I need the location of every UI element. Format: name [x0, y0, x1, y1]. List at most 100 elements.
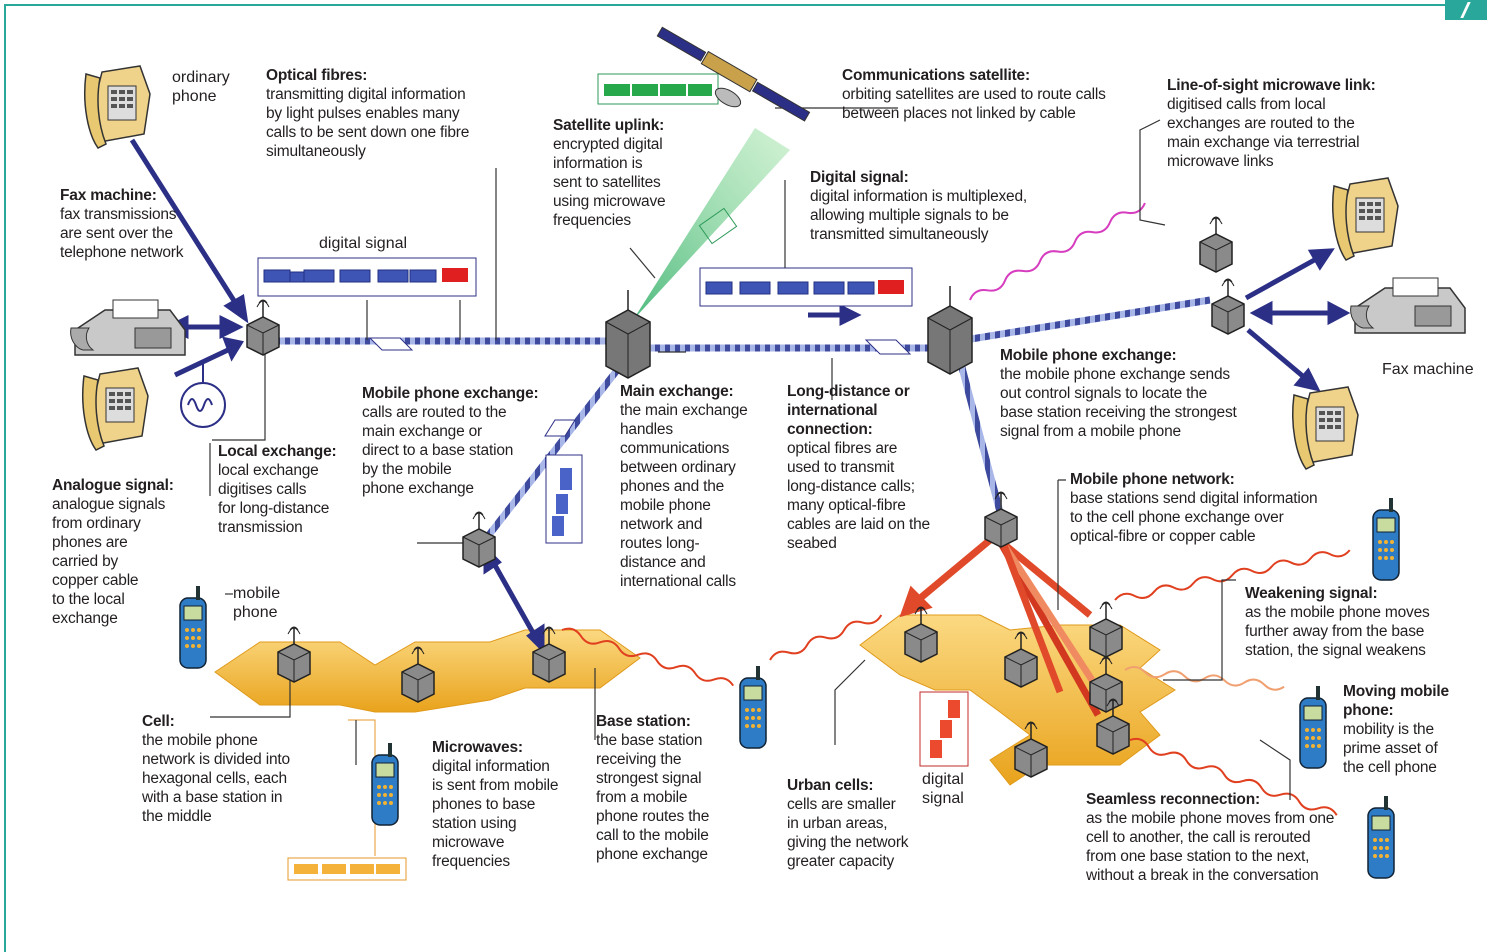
microwave-tower-icon: [1199, 216, 1233, 273]
main-exchange-icon: [605, 289, 651, 379]
annotation-title: Weakening signal:: [1245, 585, 1378, 602]
annotation-line: many optical-fibre: [787, 497, 906, 514]
annotation-line: handles: [620, 421, 673, 438]
digital-signal-caption: digital signal: [319, 235, 408, 252]
annotation-line: phone exchange: [362, 480, 474, 497]
digital-signal-red: [919, 691, 969, 767]
digital-signal-center: [699, 267, 913, 307]
label-line: mobile phone: [233, 585, 281, 621]
annotation-line: as the mobile phone moves: [1245, 604, 1430, 621]
annotation-line: base stations send digital information: [1070, 490, 1318, 507]
annotation-title: Local exchange:: [218, 443, 337, 460]
annotation-line: used to transmit: [787, 459, 895, 476]
digital-signal-left: [257, 257, 477, 297]
label-line: digital signal: [922, 771, 964, 807]
weakening-signal-annotation: Weakening signal: as the mobile phone mo…: [1245, 584, 1430, 660]
annotation-line: local exchange: [218, 462, 319, 479]
optical-fibres-annotation: Optical fibres: transmitting digital inf…: [266, 66, 469, 161]
annotation-line: main exchange via terrestrial: [1167, 134, 1360, 151]
annotation-line: out control signals to locate the: [1000, 385, 1208, 402]
annotation-line: from one base station to the next,: [1086, 848, 1310, 865]
annotation-title: Mobile phone exchange:: [1000, 347, 1177, 364]
annotation-line: without a break in the conversation: [1086, 867, 1319, 884]
long-distance-annotation: Long-distance or international connectio…: [787, 382, 937, 553]
annotation-line: frequencies: [553, 212, 631, 229]
annotation-line: between places not linked by cable: [842, 105, 1076, 122]
communications-satellite-annotation: Communications satellite: orbiting satel…: [842, 66, 1106, 123]
annotation-title: Seamless reconnection:: [1086, 791, 1260, 808]
annotation-line: from ordinary: [52, 515, 141, 532]
annotation-line: exchange: [52, 610, 118, 627]
annotation-line: from a mobile: [596, 789, 688, 806]
annotation-line: by the mobile: [362, 461, 452, 478]
microwaves-annotation: Microwaves: digital information is sent …: [432, 738, 558, 871]
annotation-line: digital information: [432, 758, 550, 775]
analogue-signal-icon: [180, 360, 226, 428]
annotation-title: Mobile phone network:: [1070, 471, 1235, 488]
cell-annotation: Cell: the mobile phone network is divide…: [142, 712, 290, 826]
annotation-line: as the mobile phone moves from one: [1086, 810, 1335, 827]
annotation-line: telephone network: [60, 244, 184, 261]
digital-signal-satellite: [597, 73, 719, 105]
annotation-line: mobility is the: [1343, 721, 1434, 738]
annotation-line: phones and the: [620, 478, 725, 495]
annotation-line: hexagonal cells, each: [142, 770, 287, 787]
annotation-title: Line-of-sight microwave link:: [1167, 77, 1376, 94]
annotation-line: signal from a mobile phone: [1000, 423, 1181, 440]
mobile-exchange-right-annotation: Mobile phone exchange: the mobile phone …: [1000, 346, 1237, 441]
annotation-title: Communications satellite:: [842, 67, 1030, 84]
annotation-title: Analogue signal:: [52, 477, 174, 494]
fax-machine-annotation: Fax machine: fax transmissions are sent …: [60, 186, 183, 262]
annotation-line: copper cable: [52, 572, 139, 589]
network-arrows: [899, 537, 1102, 717]
annotation-line: cables are laid on the: [787, 516, 930, 533]
mobile-phone-icon: [1299, 685, 1327, 769]
annotation-line: phones to base: [432, 796, 536, 813]
annotation-line: simultaneously: [266, 143, 366, 160]
annotation-line: giving the network: [787, 834, 909, 851]
annotation-line: information is: [553, 155, 643, 172]
base-station-icon: [1089, 601, 1123, 658]
fax-machine-right-label: Fax machine: [1382, 361, 1474, 378]
annotation-line: long-distance calls;: [787, 478, 915, 495]
annotation-line: cells are smaller: [787, 796, 896, 813]
annotation-line: station, the signal weakens: [1245, 642, 1426, 659]
satellite-beam: [633, 128, 790, 320]
corner-tab: [1445, 0, 1487, 20]
annotation-line: digitises calls: [218, 481, 307, 498]
annotation-line: to the cell phone exchange over: [1070, 509, 1284, 526]
annotation-line: encrypted digital: [553, 136, 663, 153]
mobile-phone-icon: [371, 742, 399, 826]
ordinary-phone-icon: [83, 65, 151, 149]
digital-signal-red-label: digital signal: [922, 770, 964, 808]
label-line: ordinary phone: [172, 69, 230, 105]
annotation-line: distance and: [620, 554, 706, 571]
annotation-line: with a base station in: [142, 789, 283, 806]
phone-icon: [1291, 386, 1359, 470]
annotation-line: calls to be sent down one fibre: [266, 124, 470, 141]
satellite-icon: [656, 26, 811, 122]
line-of-sight-annotation: Line-of-sight microwave link: digitised …: [1167, 76, 1376, 171]
annotation-line: calls are routed to the: [362, 404, 507, 421]
local-exchange-right-icon: [1211, 278, 1245, 335]
annotation-title: Urban cells:: [787, 777, 874, 794]
annotation-line: base station receiving the strongest: [1000, 404, 1237, 421]
ordinary-phone-label: ordinary phone: [172, 68, 230, 106]
digital-signal-vertical: [545, 454, 583, 544]
fax-machine-right-icon: [1349, 277, 1466, 334]
annotation-line: optical-fibre or copper cable: [1070, 528, 1256, 545]
annotation-line: transmitted simultaneously: [810, 226, 989, 243]
annotation-line: frequencies: [432, 853, 510, 870]
annotation-line: the mobile phone exchange sends: [1000, 366, 1230, 383]
seamless-reconnection-annotation: Seamless reconnection: as the mobile pho…: [1086, 790, 1334, 885]
annotation-line: the cell phone: [1343, 759, 1437, 776]
mobile-phone-exchange-right-icon: [984, 491, 1018, 548]
annotation-line: further away from the base: [1245, 623, 1425, 640]
annotation-line: communications: [620, 440, 730, 457]
annotation-line: the mobile phone: [142, 732, 258, 749]
annotation-title: Optical fibres:: [266, 67, 368, 84]
annotation-line: analogue signals: [52, 496, 166, 513]
annotation-line: transmitting digital information: [266, 86, 466, 103]
annotation-line: for long-distance: [218, 500, 330, 517]
